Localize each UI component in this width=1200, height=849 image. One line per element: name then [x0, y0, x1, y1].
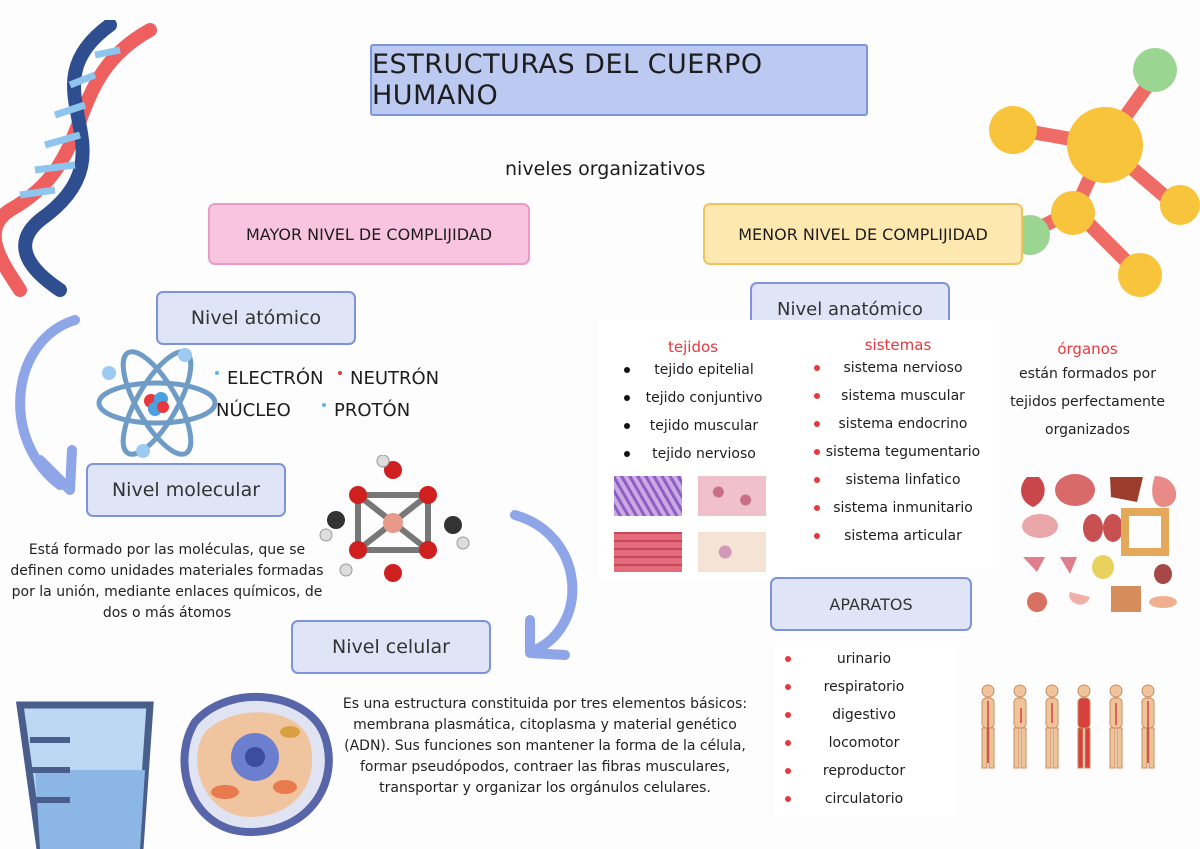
tejidos-heading: tejidos	[668, 338, 718, 356]
list-item: sistema inmunitario	[814, 494, 992, 522]
organos-text: están formados por tejidos perfectamente…	[1010, 366, 1165, 438]
list-item: tejido epitelial	[624, 356, 784, 384]
tissue-epithelial-image	[614, 476, 682, 516]
list-item: tejido muscular	[624, 412, 784, 440]
molecule-illustration	[989, 48, 1200, 297]
organos-panel: órganos están formados por tejidos perfe…	[1005, 340, 1170, 444]
list-item: tejido nervioso	[624, 440, 784, 468]
list-item: digestivo	[785, 701, 943, 729]
list-item: reproductor	[785, 757, 943, 785]
list-item: circulatorio	[785, 785, 943, 813]
list-item: respiratorio	[785, 673, 943, 701]
list-item: sistema nervioso	[814, 354, 992, 382]
major-complexity-box: MAYOR NIVEL DE COMPLIJIDAD	[208, 203, 530, 265]
atom-part-electron: ELECTRÓN	[215, 368, 323, 389]
sistemas-heading: sistemas	[864, 336, 932, 354]
arrow-atomic-to-molecular	[15, 315, 80, 495]
list-item: urinario	[785, 645, 943, 673]
organos-heading: órganos	[1057, 340, 1118, 358]
tissue-connective-image	[698, 476, 766, 516]
list-item: sistema linfatico	[814, 466, 992, 494]
tissue-muscular-image	[614, 532, 682, 572]
molecular-model-illustration	[319, 455, 470, 582]
cellular-level-box: Nivel celular	[291, 620, 491, 674]
body-system-figures	[981, 684, 1155, 769]
dna-illustration	[0, 20, 157, 297]
list-item: sistema muscular	[814, 382, 992, 410]
aparatos-list: urinario respiratorio digestivo locomoto…	[785, 645, 943, 813]
molecular-level-box: Nivel molecular	[86, 463, 286, 517]
atom-illustration	[96, 348, 218, 458]
page-title: ESTRUCTURAS DEL CUERPO HUMANO	[370, 44, 868, 116]
cellular-description: Es una estructura constituida por tres e…	[342, 696, 748, 796]
organ-icons	[1021, 474, 1177, 612]
sistemas-panel: sistemas sistema nervioso sistema muscul…	[798, 320, 998, 570]
list-item: sistema tegumentario	[814, 438, 992, 466]
beaker-illustration	[15, 701, 154, 849]
list-item: sistema endocrino	[814, 410, 992, 438]
tissue-nervous-image	[698, 532, 766, 572]
subtitle: niveles organizativos	[505, 158, 706, 180]
tejidos-panel: tejidos tejido epitelial tejido conjunti…	[598, 320, 798, 580]
minor-complexity-box: MENOR NIVEL DE COMPLIJIDAD	[703, 203, 1023, 265]
atom-part-nucleus: NÚCLEO	[216, 400, 291, 421]
list-item: sistema articular	[814, 522, 992, 550]
aparatos-box: APARATOS	[770, 577, 972, 631]
tejidos-list: tejido epitelial tejido conjuntivo tejid…	[624, 356, 784, 468]
aparatos-panel: urinario respiratorio digestivo locomoto…	[775, 645, 955, 817]
list-item: locomotor	[785, 729, 943, 757]
cell-illustration	[180, 692, 333, 837]
tissue-images	[614, 476, 784, 572]
atomic-level-box: Nivel atómico	[156, 291, 356, 345]
atom-part-neutron: NEUTRÓN	[338, 368, 439, 389]
list-item: tejido conjuntivo	[624, 384, 784, 412]
molecular-description: Está formado por las moléculas, que se d…	[10, 542, 324, 621]
sistemas-list: sistema nervioso sistema muscular sistem…	[814, 354, 992, 550]
arrow-molecular-to-cellular	[510, 510, 578, 660]
atom-part-proton: PROTÓN	[322, 400, 410, 421]
